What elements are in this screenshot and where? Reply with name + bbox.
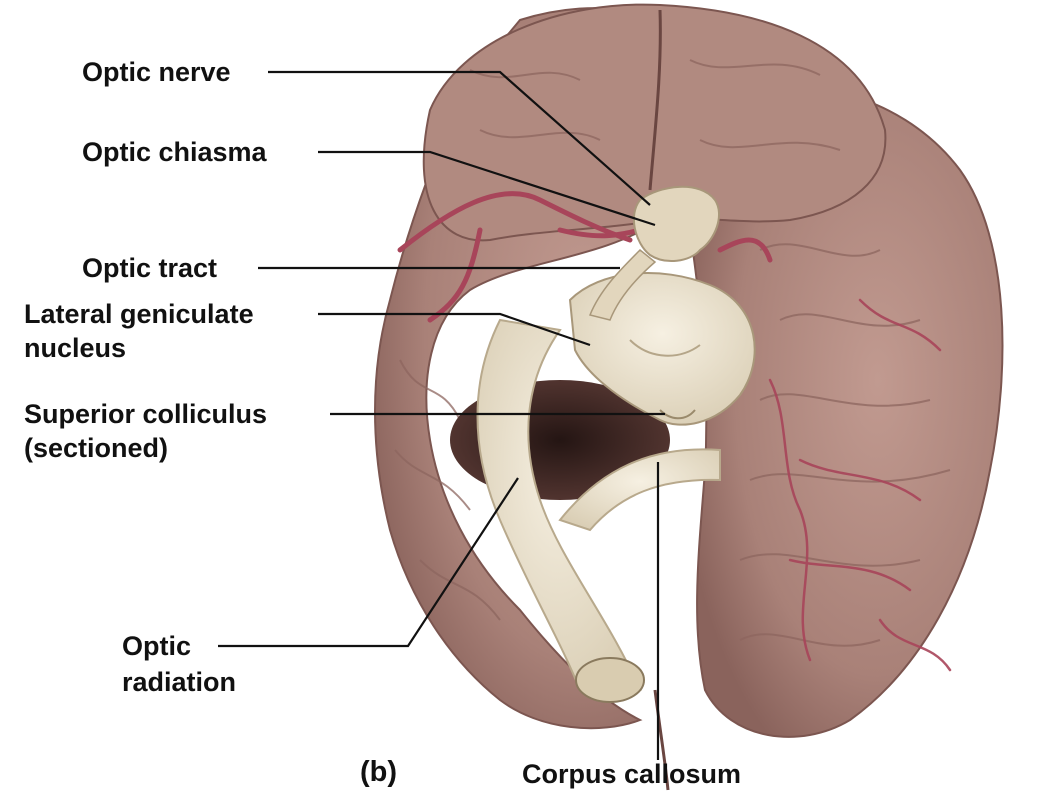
- leader-optic-radiation: [218, 477, 519, 648]
- gyri-texture: [394, 59, 951, 647]
- label-optic-chiasma: Optic chiasma: [82, 137, 267, 167]
- label-sc-line1: Superior colliculus: [24, 399, 268, 429]
- optic-tract-shape: [588, 248, 657, 321]
- midbrain-section: [568, 272, 756, 426]
- leader-optic-nerve: [268, 70, 651, 206]
- label-corpus-callosum: Corpus callosum: [522, 759, 742, 789]
- label-optic-nerve: Optic nerve: [82, 57, 231, 87]
- label-lgn-line2: nucleus: [24, 333, 127, 363]
- label-lgn-line1: Lateral geniculate: [24, 299, 254, 329]
- longitudinal-fissure: [648, 9, 662, 191]
- label-sc-line2: (sectioned): [24, 433, 169, 463]
- optic-chiasma-shape: [632, 185, 720, 262]
- leader-optic-chiasma: [318, 150, 656, 227]
- radiation-section: [575, 657, 645, 703]
- panel-letter: (b): [360, 756, 398, 788]
- label-optic-radiation-line1: Optic: [122, 631, 192, 661]
- leader-lgn: [318, 312, 591, 347]
- label-optic-tract: Optic tract: [82, 253, 218, 283]
- corpus-callosum: [558, 448, 721, 532]
- label-optic-radiation-line2: radiation: [122, 667, 237, 697]
